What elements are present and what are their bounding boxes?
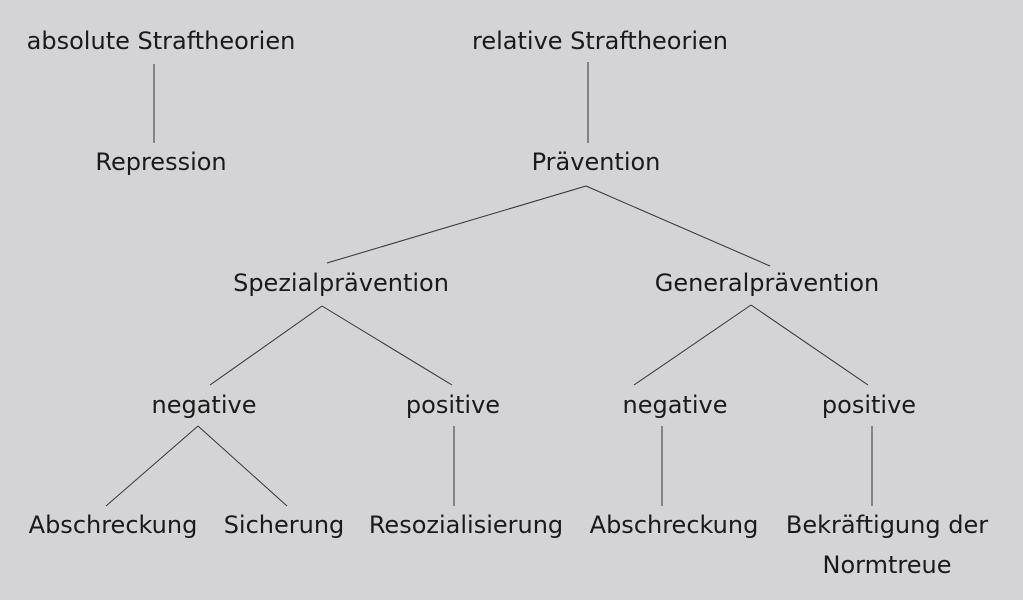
node-spezialpraevention: Spezialprävention: [233, 269, 449, 297]
edge-negative-abschreckung: [105, 425, 199, 507]
edge-general-negative: [633, 304, 752, 386]
node-spezial-negative: negative: [151, 391, 257, 419]
edge-general-positive: [750, 304, 869, 386]
node-generalpraevention: Generalprävention: [654, 269, 880, 297]
node-spezial-positive: positive: [405, 391, 501, 419]
node-absolute-straftheorien: absolute Straftheorien: [26, 27, 296, 55]
node-repression: Repression: [95, 148, 227, 176]
node-bekraeftigung-der-normtreue: Bekräftigung der Normtreue: [785, 511, 989, 579]
edge-spezial-negative: [209, 305, 323, 386]
edge-praevention-spezial: [326, 185, 587, 264]
node-resozialisierung: Resozialisierung: [368, 511, 564, 539]
node-abschreckung-general: Abschreckung: [589, 511, 759, 539]
node-general-negative: negative: [622, 391, 728, 419]
node-relative-straftheorien: relative Straftheorien: [472, 27, 728, 55]
node-abschreckung-spezial: Abschreckung: [28, 511, 198, 539]
edge-spezial-positive: [321, 305, 453, 386]
node-sicherung: Sicherung: [223, 511, 345, 539]
edge-praevention-general: [585, 185, 771, 267]
node-praevention: Prävention: [531, 148, 661, 176]
node-general-positive: positive: [821, 391, 917, 419]
edge-negative-sicherung: [197, 425, 288, 507]
